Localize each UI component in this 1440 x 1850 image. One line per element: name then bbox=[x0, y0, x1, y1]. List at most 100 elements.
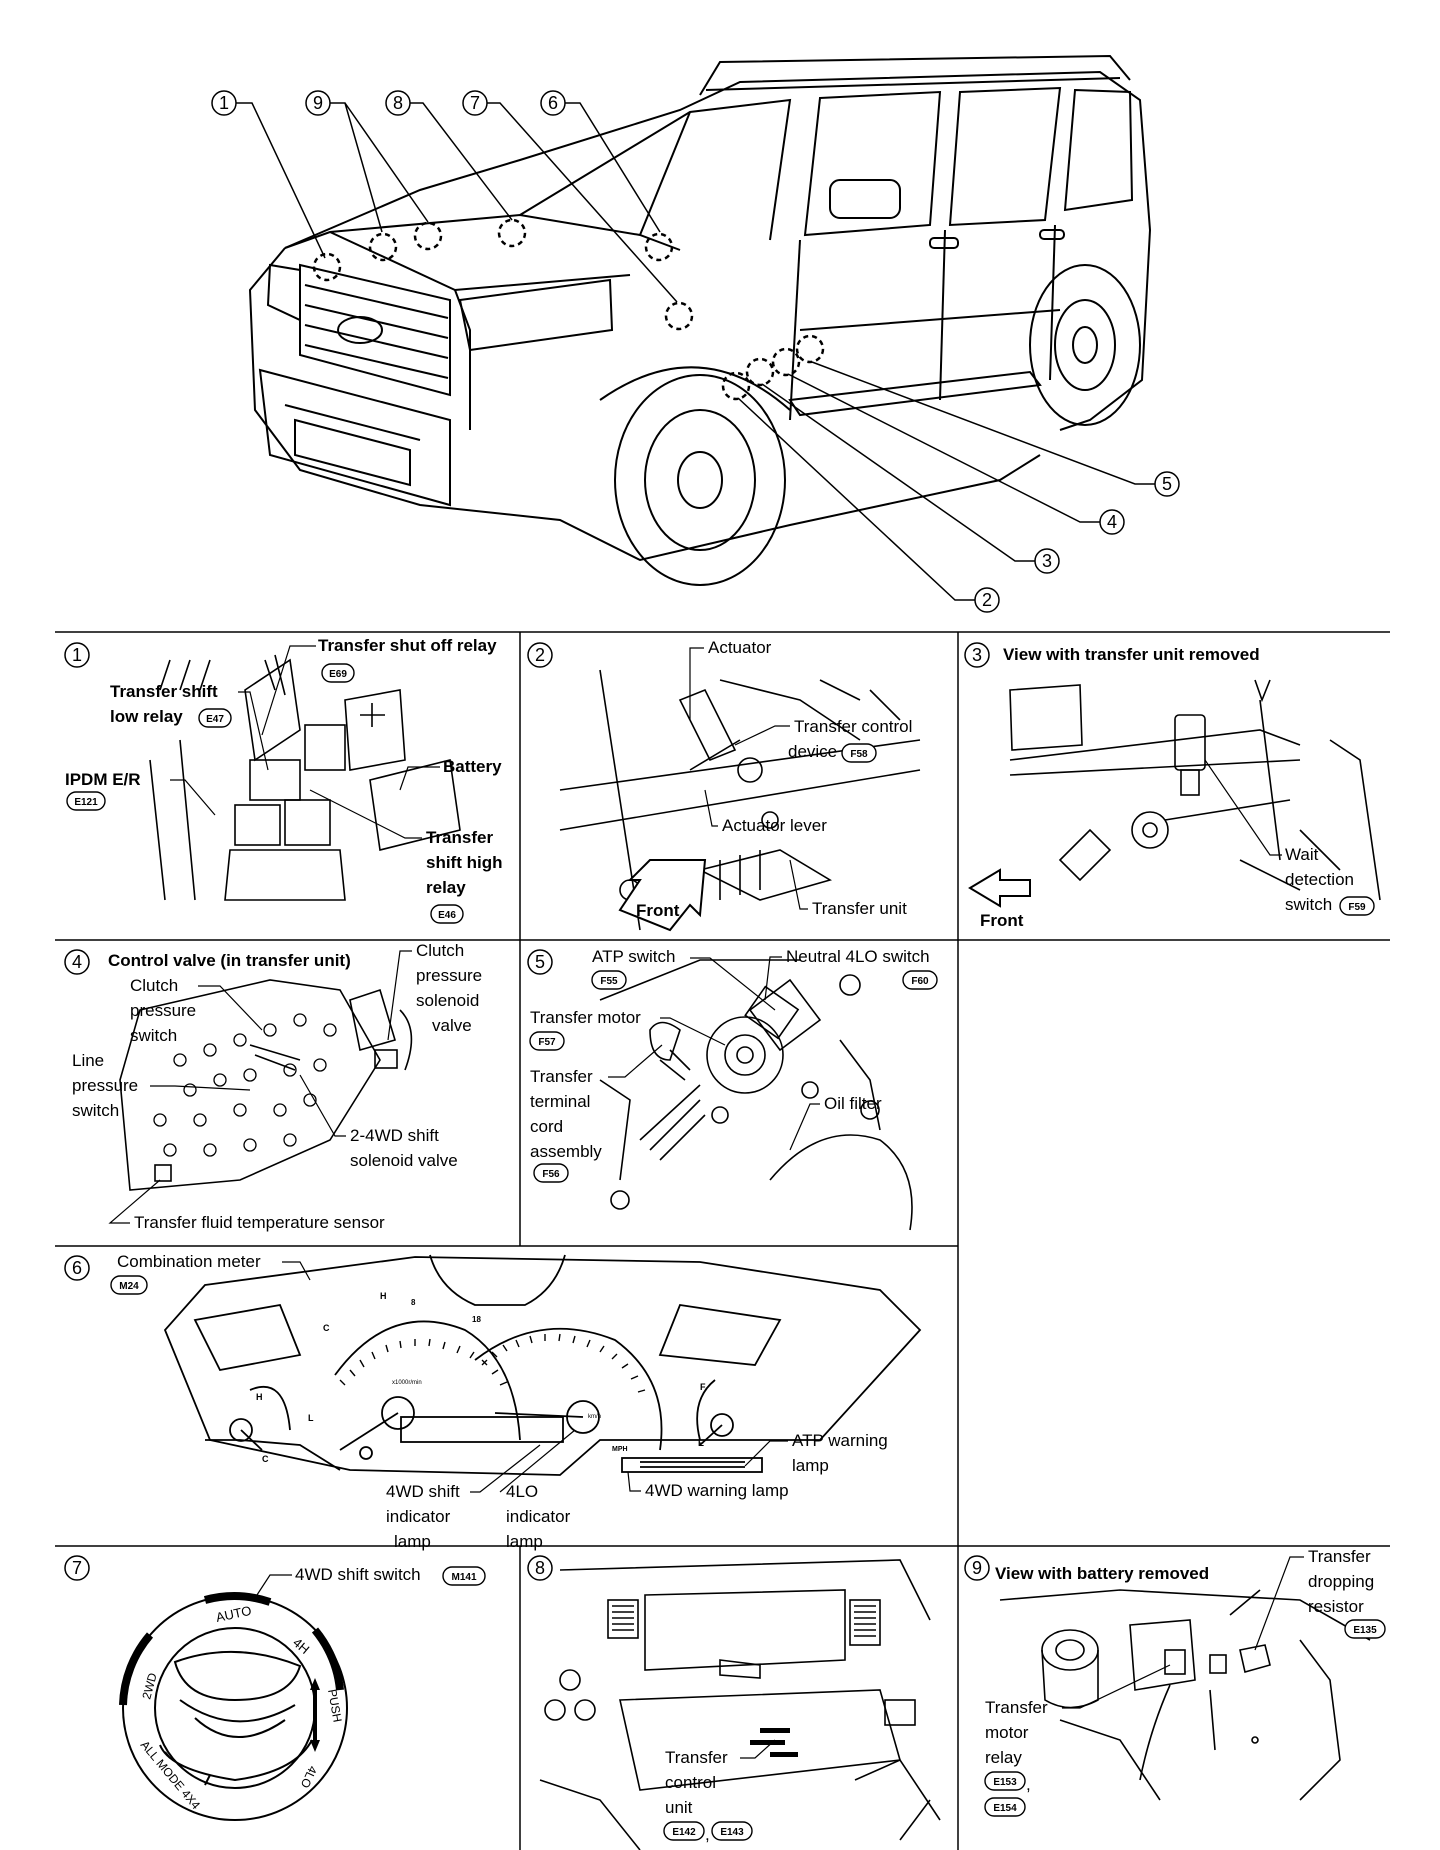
panel-2-illustration bbox=[559, 669, 921, 931]
connector-m141: M141 bbox=[442, 1566, 486, 1586]
label-fuel-e: E bbox=[698, 1438, 704, 1448]
connector-e135: E135 bbox=[1344, 1619, 1386, 1639]
label-transfer-control-unit-2: control bbox=[665, 1773, 716, 1792]
svg-text:6: 6 bbox=[72, 1258, 82, 1278]
panel-9-transfer-dropping-resistor: 9 View with battery removed Transfer dro… bbox=[964, 1547, 1386, 1817]
svg-text:M24: M24 bbox=[119, 1281, 139, 1292]
svg-text:F57: F57 bbox=[538, 1037, 556, 1048]
panel-4-number bbox=[64, 949, 90, 975]
vehicle-illustration bbox=[236, 54, 1155, 601]
panel-9-title: View with battery removed bbox=[995, 1564, 1209, 1583]
svg-text:5: 5 bbox=[1162, 474, 1172, 494]
label-transfer-dropping-resistor: Transfer bbox=[1308, 1547, 1371, 1566]
panel-5-number bbox=[527, 949, 553, 975]
connector-f60: F60 bbox=[902, 970, 938, 990]
connector-e153: E153 bbox=[984, 1771, 1026, 1791]
label-clutch-pressure-switch-3: switch bbox=[130, 1026, 177, 1045]
svg-text:3: 3 bbox=[1042, 551, 1052, 571]
connector-e69: E69 bbox=[321, 663, 355, 683]
panel-2-transfer-control-device: 2 Actuator Transfer control device F58 A… bbox=[527, 638, 921, 932]
connector-e47: E47 bbox=[198, 708, 232, 728]
panel-grid bbox=[55, 631, 1390, 1850]
label-transfer-unit: Transfer unit bbox=[812, 899, 907, 918]
svg-text:F60: F60 bbox=[911, 976, 929, 987]
label-mode-4lo: 4LO bbox=[298, 1764, 320, 1790]
label-tach-unit: x1000r/min bbox=[392, 1380, 422, 1386]
svg-text:1: 1 bbox=[219, 93, 229, 113]
label-transfer-control-unit: Transfer bbox=[665, 1748, 728, 1767]
svg-text:E153: E153 bbox=[993, 1777, 1017, 1788]
panel-6-number bbox=[64, 1255, 90, 1281]
svg-text:2: 2 bbox=[535, 645, 545, 665]
panel-2-number bbox=[527, 642, 553, 668]
panel-1-ipdm: 1 Transfer shut off relay E69 Transfer s… bbox=[64, 636, 502, 924]
tcu-connector-marks bbox=[750, 1728, 798, 1757]
label-temp-h: H bbox=[256, 1392, 263, 1402]
connector-m24: M24 bbox=[110, 1275, 148, 1295]
label-mode-all-mode-4x4: ALL MODE 4X4 bbox=[138, 1738, 204, 1812]
panel-7-4wd-shift-switch: 7 4WD shift switch M141 AUTO 4H PUSH 4LO… bbox=[64, 1555, 486, 1821]
push-arrow-up bbox=[310, 1678, 320, 1690]
front-arrow-panel-2 bbox=[618, 859, 707, 932]
svg-text:E69: E69 bbox=[329, 669, 347, 680]
panel-3-title: View with transfer unit removed bbox=[1003, 645, 1260, 664]
label-transfer-shut-off-relay: Transfer shut off relay bbox=[318, 636, 497, 655]
label-4wd-warning-lamp: 4WD warning lamp bbox=[645, 1481, 789, 1500]
label-tick-18: 18 bbox=[472, 1315, 481, 1324]
svg-text:3: 3 bbox=[972, 645, 982, 665]
label-4lo-indicator-lamp-2: indicator bbox=[506, 1507, 571, 1526]
svg-text:4: 4 bbox=[72, 952, 82, 972]
combination-meter-illustration bbox=[163, 1254, 922, 1476]
svg-text:E46: E46 bbox=[438, 910, 456, 921]
callout-2: 2 bbox=[974, 587, 1000, 613]
callout-6: 6 bbox=[540, 90, 566, 116]
label-tick-8: 8 bbox=[411, 1298, 416, 1307]
callout-7: 7 bbox=[462, 90, 488, 116]
panel-7-number bbox=[64, 1555, 90, 1581]
svg-text:M141: M141 bbox=[451, 1572, 476, 1583]
panel-3-wait-detection-switch: 3 View with transfer unit removed Wait d… bbox=[964, 642, 1381, 930]
label-wait-detection-switch-3: switch bbox=[1285, 895, 1332, 914]
label-gauge-c: C bbox=[323, 1323, 330, 1333]
label-transfer-dropping-resistor-3: resistor bbox=[1308, 1597, 1364, 1616]
label-atp-warning-lamp-2: lamp bbox=[792, 1456, 829, 1475]
label-front-panel-3: Front bbox=[980, 911, 1024, 930]
label-atp-switch: ATP switch bbox=[592, 947, 675, 966]
label-4wd-shift-indicator-lamp-2: indicator bbox=[386, 1507, 451, 1526]
connector-e46: E46 bbox=[430, 904, 464, 924]
label-transfer-control-unit-3: unit bbox=[665, 1798, 693, 1817]
svg-text:F59: F59 bbox=[1348, 902, 1366, 913]
connector-e121: E121 bbox=[66, 791, 106, 811]
label-gauge-h: H bbox=[380, 1291, 387, 1301]
svg-text:F56: F56 bbox=[542, 1169, 560, 1180]
panel-8-transfer-control-unit: 8 Transfer control unit E142 , E143 bbox=[527, 1555, 941, 1850]
callout-8: 8 bbox=[385, 90, 411, 116]
label-transfer-shift-low-relay-2: low relay bbox=[110, 707, 183, 726]
label-clutch-pressure-switch: Clutch bbox=[130, 976, 178, 995]
label-transfer-terminal-cord-assembly-4: assembly bbox=[530, 1142, 602, 1161]
connector-e142: E142 bbox=[663, 1821, 705, 1841]
panel-4-control-valve: 4 Control valve (in transfer unit) Clutc… bbox=[64, 941, 482, 1232]
label-4wd-shift-switch: 4WD shift switch bbox=[295, 1565, 421, 1584]
separator-comma-8: , bbox=[705, 1825, 710, 1844]
push-arrow-down bbox=[310, 1740, 320, 1752]
label-speed-unit: km/h bbox=[588, 1414, 601, 1420]
svg-text:E47: E47 bbox=[206, 714, 224, 725]
connector-f55: F55 bbox=[591, 970, 627, 990]
label-temp-c: C bbox=[262, 1454, 269, 1464]
label-front-panel-2: Front bbox=[636, 901, 680, 920]
svg-text:8: 8 bbox=[535, 1558, 545, 1578]
label-mode-2wd: 2WD bbox=[139, 1671, 160, 1701]
svg-text:7: 7 bbox=[72, 1558, 82, 1578]
svg-text:4: 4 bbox=[1107, 512, 1117, 532]
label-transfer-motor-relay-2: motor bbox=[985, 1723, 1029, 1742]
connector-f57: F57 bbox=[529, 1031, 565, 1051]
svg-text:6: 6 bbox=[548, 93, 558, 113]
svg-text:E135: E135 bbox=[1353, 1625, 1377, 1636]
label-line-pressure-switch-2: pressure bbox=[72, 1076, 138, 1095]
label-transfer-shift-high-relay-2: shift high bbox=[426, 853, 502, 872]
label-2-4wd-shift-solenoid-valve-2: solenoid valve bbox=[350, 1151, 458, 1170]
label-4lo-indicator-lamp: 4LO bbox=[506, 1482, 538, 1501]
label-transfer-terminal-cord-assembly-3: cord bbox=[530, 1117, 563, 1136]
separator-comma-9: , bbox=[1026, 1775, 1031, 1794]
